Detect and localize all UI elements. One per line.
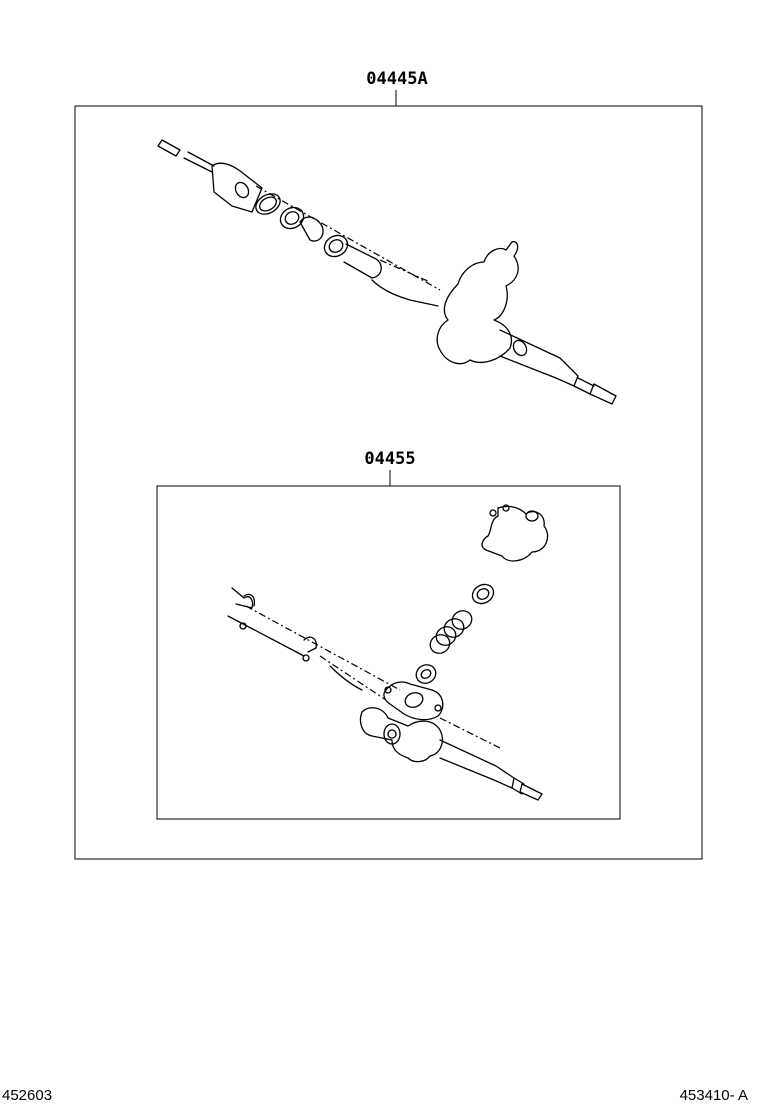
inner-kit-frame <box>156 485 621 820</box>
footer-right-reference: 453410- A <box>679 1087 748 1104</box>
outer-kit-frame <box>74 105 703 860</box>
upper-steering-rack-drawing <box>157 139 617 405</box>
footer-left-reference: 452603 <box>2 1087 53 1104</box>
lower-steering-rack-drawing <box>227 504 549 801</box>
outer-kit-part-number: 04445A <box>366 69 427 89</box>
inner-kit-part-number: 04455 <box>364 449 415 469</box>
